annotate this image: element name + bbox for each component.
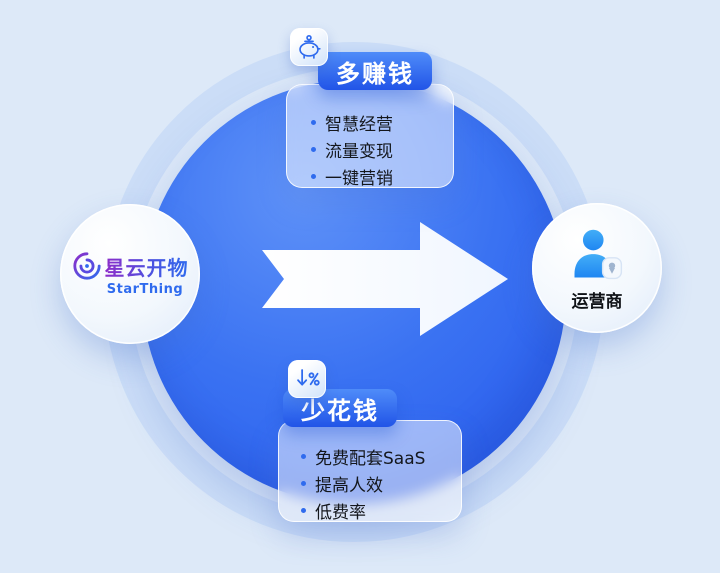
piggy-bank-tile xyxy=(290,28,328,66)
benefit-bottom-card: 免费配套SaaS 提高人效 低费率 xyxy=(278,420,462,524)
benefit-item-label: 免费配套SaaS xyxy=(315,449,426,469)
benefit-top-card: 智慧经营 流量变现 一键营销 xyxy=(286,84,454,190)
list-item: 一键营销 xyxy=(311,163,453,190)
benefit-item-label: 低费率 xyxy=(315,503,366,523)
list-item: 流量变现 xyxy=(311,136,453,163)
bullet-dot xyxy=(301,481,306,486)
bullet-dot xyxy=(311,174,316,179)
bullet-dot xyxy=(311,120,316,125)
starthing-node: 星云开物 StarThing xyxy=(60,204,200,344)
bullet-dot xyxy=(301,508,306,513)
logo-name-cn: 星云开物 xyxy=(105,252,189,281)
bullet-dot xyxy=(311,147,316,152)
starthing-swirl-icon xyxy=(72,252,101,280)
benefit-item-label: 智慧经营 xyxy=(325,115,393,135)
benefit-item-label: 流量变现 xyxy=(325,142,393,162)
logo-row: 星云开物 xyxy=(72,251,189,281)
list-item: 免费配套SaaS xyxy=(301,443,461,470)
list-item: 智慧经营 xyxy=(311,109,453,136)
benefit-item-label: 一键营销 xyxy=(325,169,393,189)
benefit-bottom-list: 免费配套SaaS 提高人效 低费率 xyxy=(301,443,461,524)
badge-pin-icon xyxy=(601,256,623,279)
benefit-top-pill: 多赚钱 xyxy=(318,52,432,90)
operator-node: 运营商 xyxy=(532,203,662,333)
bullet-dot xyxy=(301,454,306,459)
logo-name-en: StarThing xyxy=(106,282,184,297)
person-icon xyxy=(574,229,623,279)
benefit-top-list: 智慧经营 流量变现 一键营销 xyxy=(311,109,453,190)
discount-down-icon xyxy=(297,369,320,386)
piggy-bank-icon xyxy=(299,34,321,59)
benefit-item-label: 提高人效 xyxy=(315,476,383,496)
discount-down-tile xyxy=(288,360,326,398)
list-item: 低费率 xyxy=(301,497,461,524)
operator-label: 运营商 xyxy=(571,291,623,312)
list-item: 提高人效 xyxy=(301,470,461,497)
